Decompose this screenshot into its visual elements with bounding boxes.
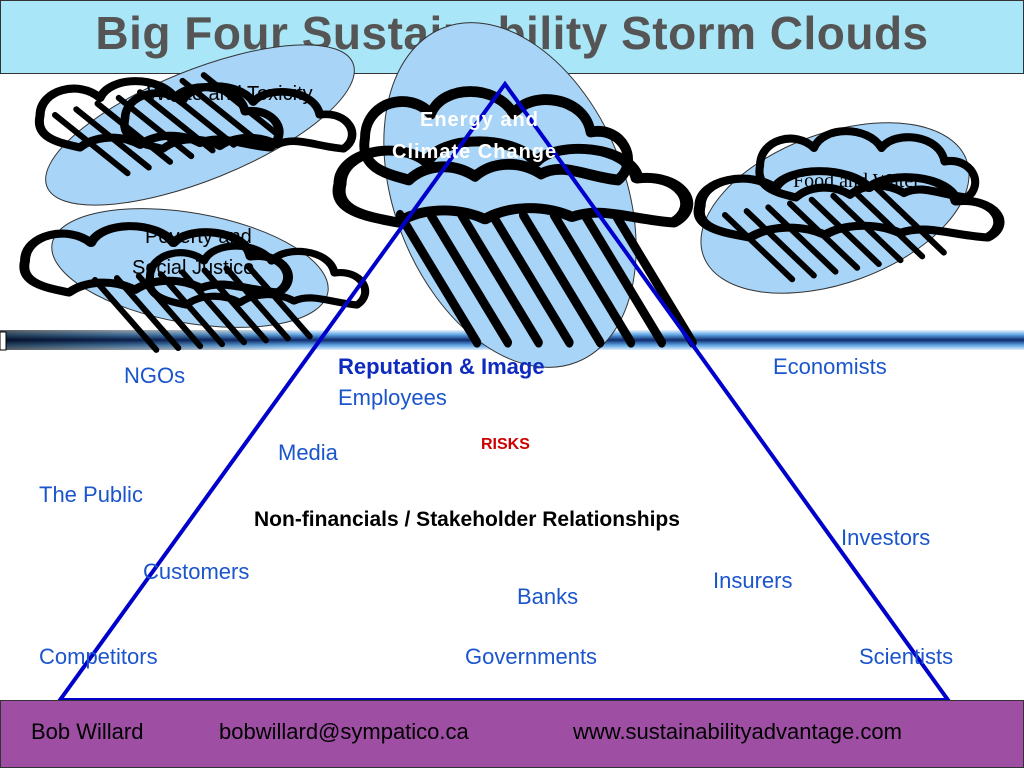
label-customers: Customers (143, 559, 250, 584)
footer-website[interactable]: www.sustainabilityadvantage.com (573, 719, 902, 744)
label-ngos: NGOs (124, 363, 186, 388)
label-insurers: Insurers (713, 568, 793, 593)
cloud-label-poverty-line2: Social Justice (132, 257, 255, 279)
cloud-food-water (678, 122, 999, 294)
cloud-label-energy-line2: Climate Change (392, 141, 558, 163)
label-the-public: The Public (39, 482, 143, 507)
cloud-label-energy-line1: Energy and (420, 109, 539, 131)
footer-email[interactable]: bobwillard@sympatico.ca (219, 719, 469, 744)
label-governments: Governments (465, 644, 598, 669)
label-scientists: Scientists (859, 644, 954, 669)
cloud-poverty-social-justice (24, 208, 365, 355)
label-competitors: Competitors (39, 644, 158, 669)
label-reputation-image: Reputation & Image (338, 354, 545, 379)
cloud-label-poverty-line1: Poverty and (145, 226, 252, 248)
label-economists: Economists (773, 354, 887, 379)
label-investors: Investors (841, 525, 931, 550)
footer-author: Bob Willard (31, 719, 144, 744)
footer-bar: Bob Willard bobwillard@sympatico.ca www.… (0, 700, 1024, 768)
label-non-financials: Non-financials / Stakeholder Relationshi… (254, 508, 680, 531)
cloud-energy-climate (336, 22, 693, 368)
cloud-waste-toxicity (26, 44, 373, 206)
cloud-label-food: Food and Water (793, 170, 920, 192)
label-media: Media (278, 440, 338, 465)
cloud-label-waste: Waste and Toxicity (147, 83, 313, 105)
label-employees: Employees (338, 385, 447, 410)
label-risks: RISKS (481, 436, 530, 453)
label-banks: Banks (517, 584, 579, 609)
